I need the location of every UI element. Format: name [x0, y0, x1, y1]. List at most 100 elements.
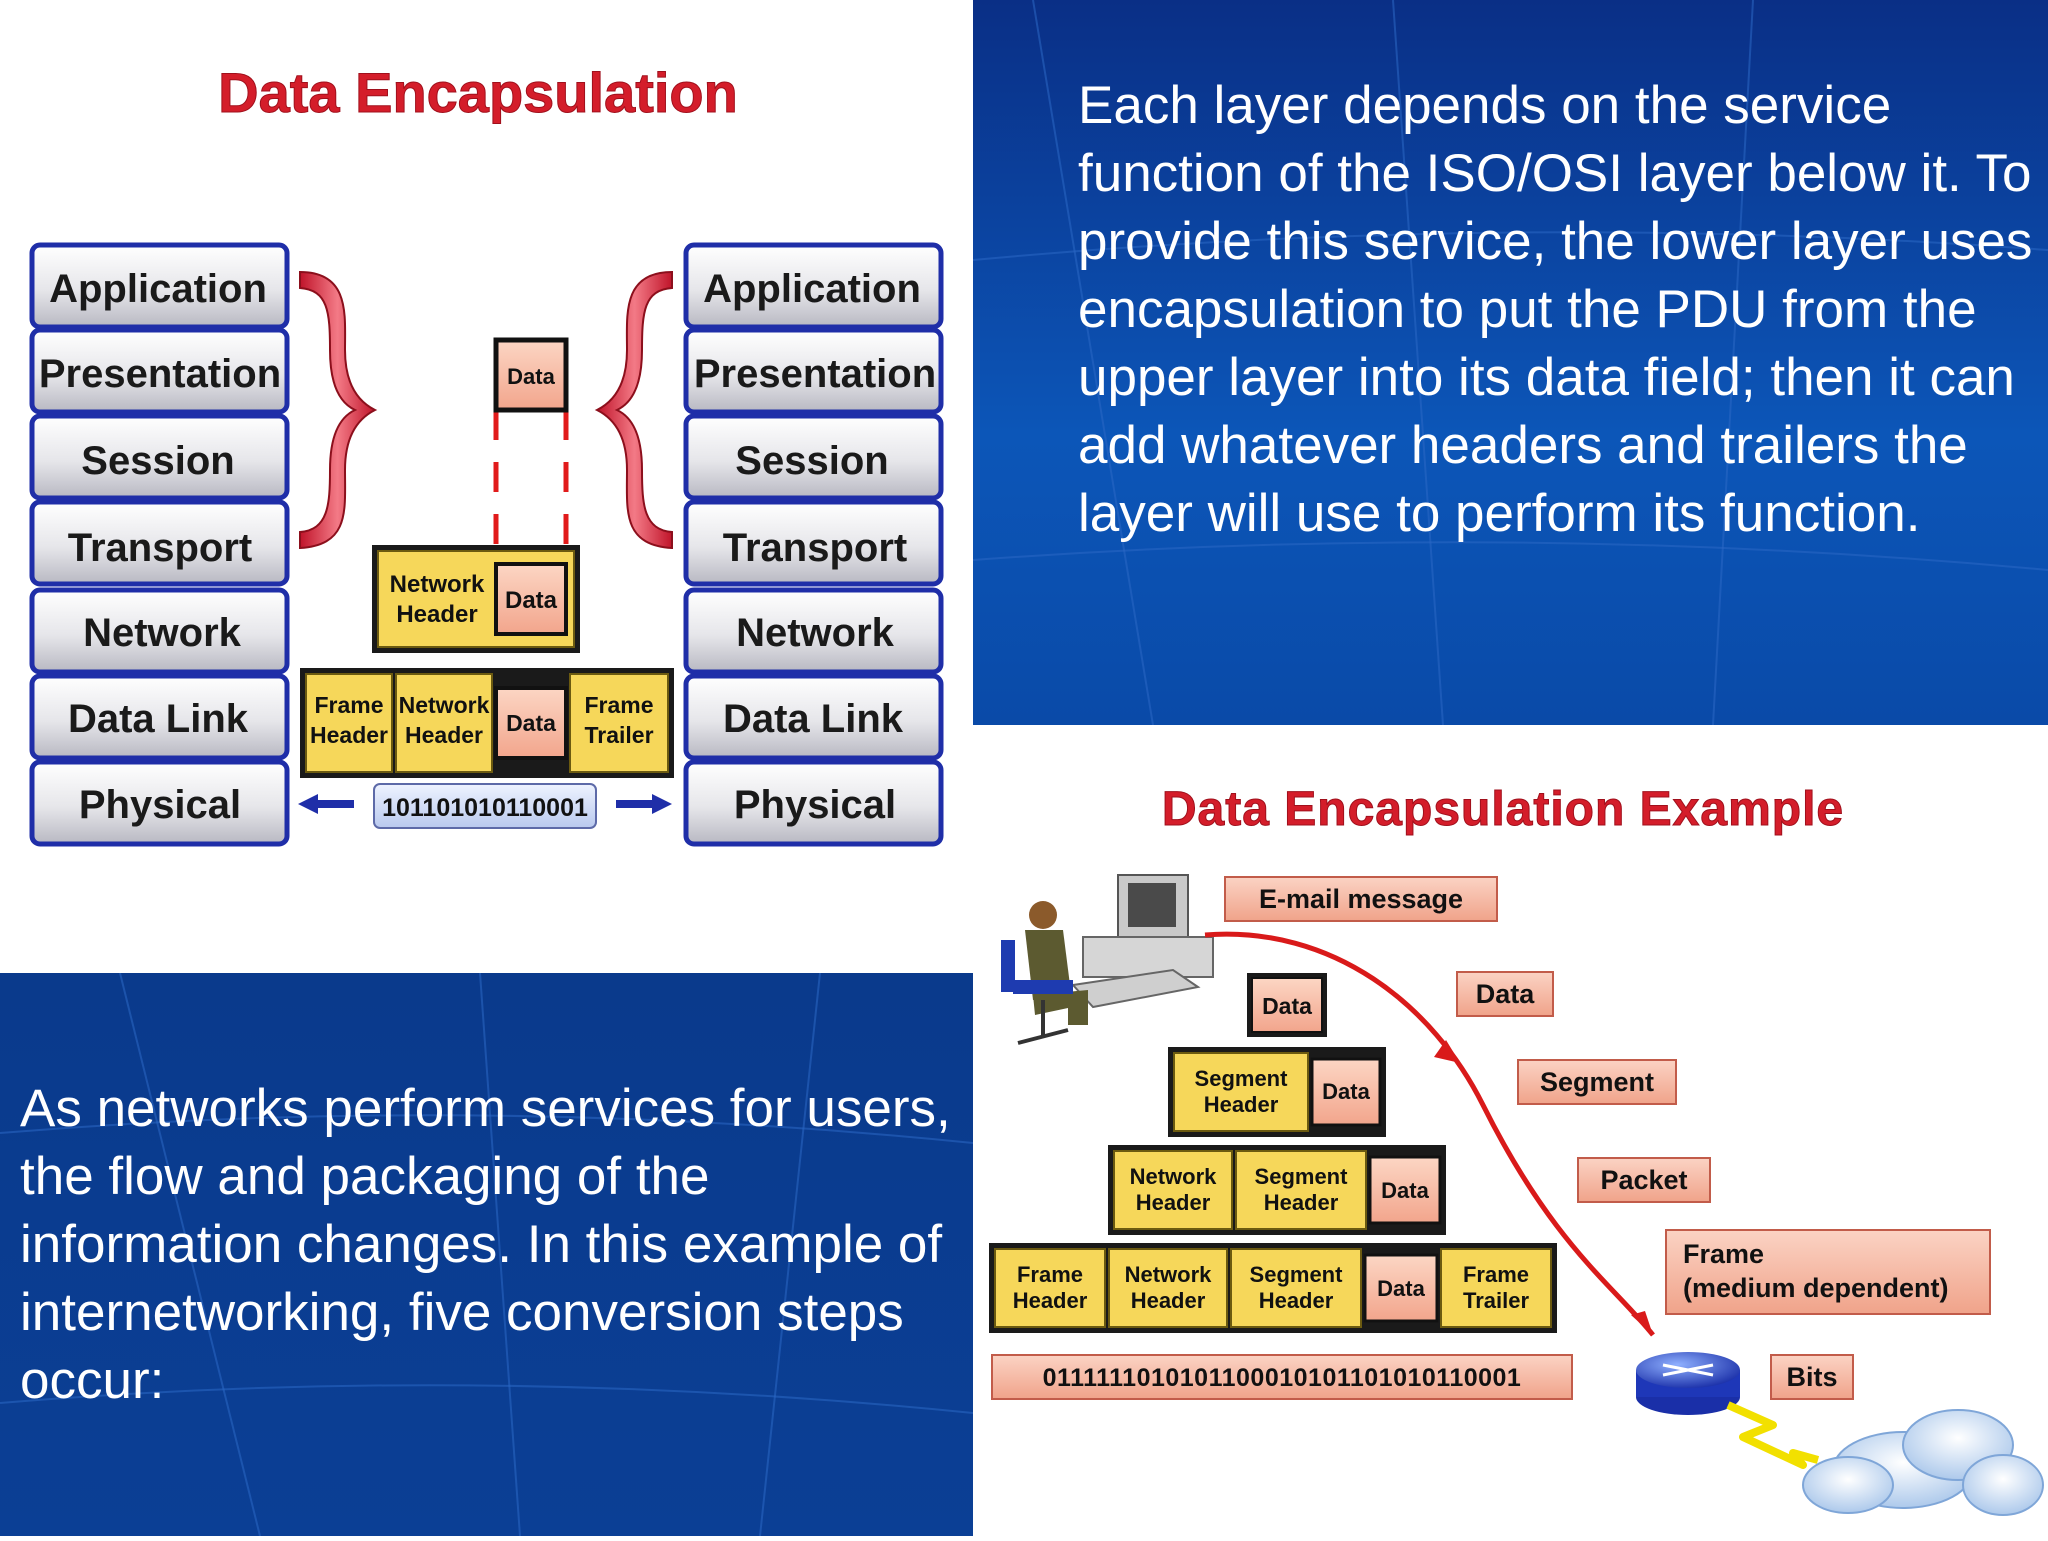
network-header-line1: Network	[1130, 1164, 1218, 1189]
right-curly-brace	[594, 270, 673, 550]
segment-data-label: Data	[1322, 1079, 1370, 1104]
right-layer-transport: Transport	[683, 499, 944, 587]
segment-header-line2: Header	[1264, 1190, 1339, 1215]
row-packet: Network Header Segment Header Data	[1108, 1145, 1446, 1235]
segment-header-line2: Header	[1204, 1092, 1279, 1117]
encapsulation-diagram-panel: Data Encapsulation Application Presentat…	[0, 0, 973, 973]
pdu-data-label: Data	[507, 364, 555, 389]
packet-data-label: Data	[1381, 1178, 1429, 1203]
right-layer-physical: Physical	[683, 759, 944, 847]
background-grid	[0, 973, 973, 1536]
layer-label: Network	[736, 611, 895, 655]
layer-label: Physical	[734, 783, 896, 827]
email-message-label: E-mail message	[1224, 876, 1498, 922]
router-icon	[1636, 1352, 1740, 1415]
cloud-icon	[1802, 1409, 2044, 1516]
stage-label-text: Segment	[1540, 1067, 1654, 1097]
packet-data-label: Data	[505, 587, 558, 614]
encapsulation-flow-arrow	[1204, 931, 1655, 1337]
left-osi-stack: Application Presentation Session Transpo…	[29, 242, 290, 847]
frame-header-line1: Frame	[314, 692, 383, 718]
layer-label: Application	[49, 267, 267, 311]
row-data: Data	[1247, 973, 1327, 1037]
stage-label-text: Frame	[1683, 1239, 1764, 1269]
right-layer-data-link: Data Link	[683, 673, 944, 761]
right-osi-stack: Application Presentation Session Transpo…	[683, 242, 944, 847]
frame-header-line2: Header	[310, 722, 388, 748]
left-layer-network: Network	[29, 587, 290, 675]
diagram-title: Data Encapsulation	[218, 61, 738, 124]
segment-header-line1: Segment	[1195, 1066, 1289, 1091]
frame-data-label: Data	[506, 710, 556, 736]
frame-trailer-line2: Trailer	[1463, 1288, 1529, 1313]
layer-label: Data Link	[723, 697, 904, 741]
arrow-left-icon	[298, 794, 354, 814]
conversion-steps-text: As networks perform services for users, …	[20, 1079, 951, 1410]
layer-label: Data Link	[68, 697, 249, 741]
layer-label: Application	[703, 267, 921, 311]
packet-header-line2: Header	[396, 601, 477, 628]
stage-label-data: Data	[1456, 971, 1554, 1017]
frame-network-header-line2: Header	[405, 722, 483, 748]
layer-label: Session	[81, 439, 234, 483]
stage-label-packet: Packet	[1577, 1157, 1711, 1203]
pdu-data-box: Data	[493, 337, 569, 413]
lightning-link-icon	[1726, 1401, 1820, 1469]
encapsulation-example-diagram: Data Encapsulation Example E-mail messag…	[989, 783, 2044, 1516]
left-layer-data-link: Data Link	[29, 673, 290, 761]
stage-label-text: Bits	[1786, 1362, 1837, 1392]
bits-string: 0111111010101100010101101010110001	[1043, 1364, 1522, 1392]
description-panel: Each layer depends on the service functi…	[973, 0, 2048, 725]
example-title: Data Encapsulation Example	[1162, 783, 1844, 836]
layer-label: Session	[735, 439, 888, 483]
packet-box: Network Header Data	[372, 545, 580, 653]
left-layer-application: Application	[29, 242, 290, 330]
bits-row: 101101010110001	[298, 783, 672, 829]
row-bits: 0111111010101100010101101010110001	[991, 1354, 1573, 1400]
network-header-line1: Network	[1125, 1262, 1213, 1287]
row-segment: Segment Header Data	[1168, 1047, 1386, 1137]
segment-header-line1: Segment	[1250, 1262, 1344, 1287]
left-layer-transport: Transport	[29, 499, 290, 587]
left-curly-brace	[299, 270, 378, 550]
stage-label-text: Packet	[1600, 1165, 1687, 1195]
frame-header-line2: Header	[1013, 1288, 1088, 1313]
row-frame: Frame Header Network Header Segment Head…	[989, 1243, 1557, 1333]
segment-header-line2: Header	[1259, 1288, 1334, 1313]
network-header-line2: Header	[1131, 1288, 1206, 1313]
stage-label-frame: Frame (medium dependent)	[1665, 1229, 1991, 1315]
email-message-text: E-mail message	[1259, 884, 1463, 914]
stage-label-text: Data	[1476, 979, 1536, 1009]
packet-header-line1: Network	[390, 571, 485, 598]
frame-trailer-line1: Frame	[584, 692, 653, 718]
left-layer-session: Session	[29, 413, 290, 501]
layer-label: Transport	[68, 526, 252, 570]
network-header-line2: Header	[1136, 1190, 1211, 1215]
description-text: Each layer depends on the service functi…	[1078, 76, 2033, 543]
frame-box: Frame Header Network Header Data Frame T…	[300, 668, 674, 778]
right-layer-session: Session	[683, 413, 944, 501]
frame-data-label: Data	[1377, 1276, 1425, 1301]
bits-label: 101101010110001	[382, 794, 588, 822]
stage-label-bits: Bits	[1770, 1354, 1854, 1400]
layer-label: Presentation	[39, 352, 281, 396]
layer-label: Physical	[79, 783, 241, 827]
frame-network-header-line1: Network	[399, 692, 490, 718]
conversion-steps-panel: As networks perform services for users, …	[0, 973, 973, 1536]
stage-label-text: (medium dependent)	[1683, 1273, 1949, 1303]
encapsulation-diagram: Data Encapsulation Application Presentat…	[29, 61, 944, 847]
left-layer-physical: Physical	[29, 759, 290, 847]
encapsulation-example-panel: Data Encapsulation Example E-mail messag…	[973, 725, 2048, 1536]
right-layer-network: Network	[683, 587, 944, 675]
stage-label-segment: Segment	[1517, 1059, 1677, 1105]
frame-trailer-line2: Trailer	[584, 722, 653, 748]
row-data-label: Data	[1262, 993, 1312, 1019]
layer-label: Transport	[723, 526, 907, 570]
frame-trailer-line1: Frame	[1463, 1262, 1529, 1287]
right-layer-presentation: Presentation	[683, 327, 944, 415]
left-layer-presentation: Presentation	[29, 327, 290, 415]
layer-label: Network	[83, 611, 242, 655]
right-layer-application: Application	[683, 242, 944, 330]
user-at-computer-icon	[1001, 874, 1214, 1045]
frame-header-line1: Frame	[1017, 1262, 1083, 1287]
